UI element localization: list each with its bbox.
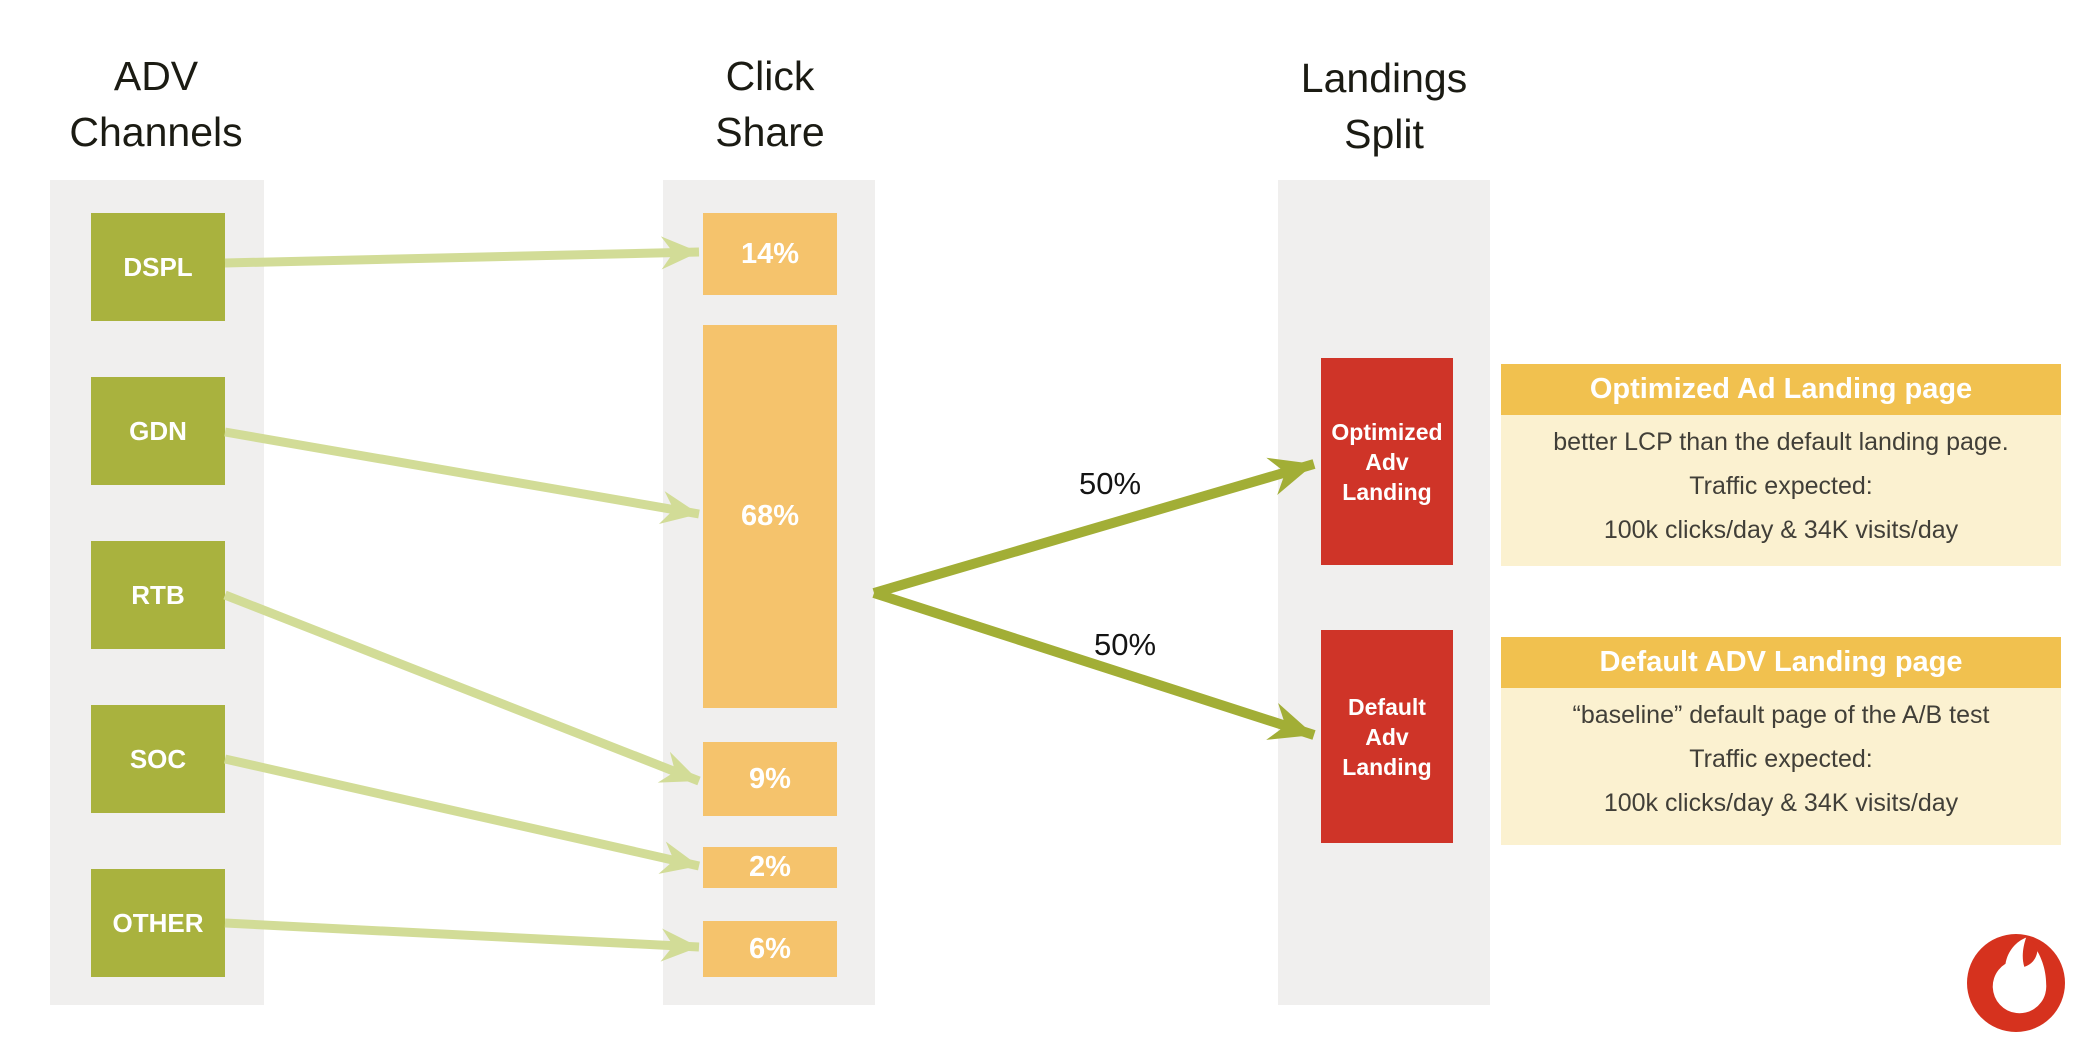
share-box-68: 68% (703, 325, 837, 708)
vodafone-logo-icon (1967, 934, 2065, 1032)
landing-box-default: Default Adv Landing (1321, 630, 1453, 843)
header-landings-split: Landings Split (1244, 50, 1524, 162)
card-default-landing-body-line1: “baseline” default page of the A/B test (1572, 701, 1990, 729)
flow-arrow-gdn-to-68 (224, 427, 700, 524)
header-landings-split-line1: Landings (1300, 55, 1468, 101)
channel-box-soc: SOC (91, 705, 225, 813)
header-click-share-line1: Click (725, 53, 815, 99)
share-box-2: 2% (703, 847, 837, 888)
card-optimized-landing: Optimized Ad Landing page better LCP tha… (1501, 364, 2061, 566)
landing-box-default-line3: Landing (1342, 753, 1432, 780)
card-default-landing: Default ADV Landing page “baseline” defa… (1501, 637, 2061, 845)
card-optimized-landing-title: Optimized Ad Landing page (1501, 364, 2061, 415)
card-optimized-landing-body-line3: 100k clicks/day & 34K visits/day (1603, 516, 1959, 544)
card-optimized-landing-body: better LCP than the default landing page… (1501, 415, 2061, 566)
header-adv-channels-line1: ADV (113, 53, 199, 99)
landing-box-default-line2: Adv (1365, 723, 1409, 750)
channel-box-gdn: GDN (91, 377, 225, 485)
channel-box-dspl: DSPL (91, 213, 225, 321)
channel-box-other: OTHER (91, 869, 225, 977)
card-default-landing-body-line2: Traffic expected: (1689, 745, 1873, 773)
header-click-share: Click Share (630, 48, 910, 160)
landing-box-optimized: Optimized Adv Landing (1321, 358, 1453, 565)
share-box-6: 6% (703, 921, 837, 977)
flow-arrow-dspl-to-14 (224, 236, 700, 270)
landing-box-optimized-line2: Adv (1365, 448, 1409, 475)
split-percent-lower: 50% (1093, 627, 1157, 662)
landings-column-bg (1278, 180, 1490, 1005)
landing-box-default-line1: Default (1348, 693, 1426, 720)
card-optimized-landing-body-line1: better LCP than the default landing page… (1553, 428, 2009, 456)
header-adv-channels-line2: Channels (69, 109, 243, 155)
header-click-share-line2: Share (715, 109, 825, 155)
header-adv-channels: ADV Channels (16, 48, 296, 160)
flow-arrow-soc-to-2 (224, 754, 700, 874)
split-arrow-lower (872, 588, 1316, 740)
card-default-landing-body-line3: 100k clicks/day & 34K visits/day (1603, 789, 1959, 817)
flow-arrow-rtb-to-9 (223, 590, 701, 786)
landing-box-optimized-line3: Landing (1342, 478, 1432, 505)
share-box-14: 14% (703, 213, 837, 295)
header-landings-split-line2: Split (1344, 111, 1424, 157)
split-percent-upper: 50% (1078, 466, 1142, 501)
card-optimized-landing-body-line2: Traffic expected: (1689, 472, 1873, 500)
card-default-landing-body: “baseline” default page of the A/B test … (1501, 688, 2061, 845)
share-box-9: 9% (703, 742, 837, 816)
flow-arrow-other-to-6 (224, 918, 700, 962)
card-default-landing-title: Default ADV Landing page (1501, 637, 2061, 688)
landing-box-optimized-line1: Optimized (1331, 418, 1443, 445)
channel-box-rtb: RTB (91, 541, 225, 649)
